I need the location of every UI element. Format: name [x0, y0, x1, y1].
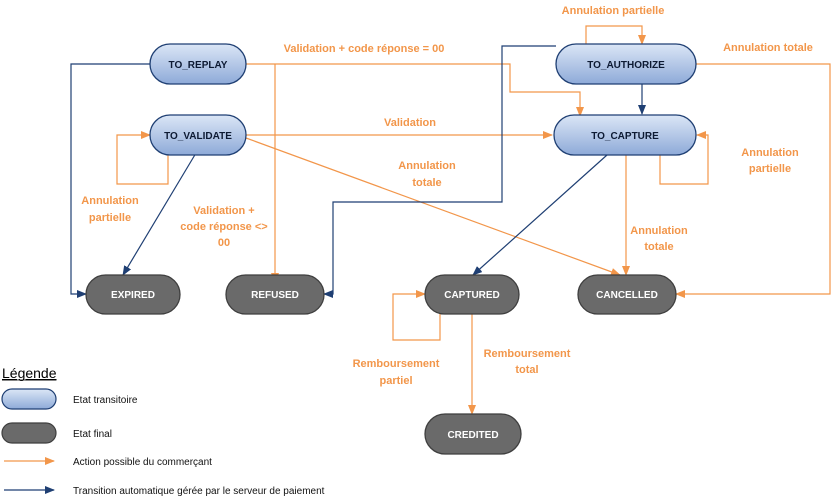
edge-validate-to-expired [122, 152, 197, 276]
label-remboursement-total-2: total [515, 364, 538, 376]
label-remboursement-total-1: Remboursement [484, 348, 571, 360]
state-to-authorize: TO_AUTHORIZE [555, 43, 697, 85]
state-to-authorize-label: TO_AUTHORIZE [587, 60, 665, 71]
label-annulation-partielle-left-2: partielle [89, 212, 131, 224]
state-credited-label: CREDITED [447, 430, 498, 441]
label-annulation-partielle-top: Annulation partielle [562, 5, 665, 17]
state-expired: EXPIRED [85, 274, 181, 315]
merchant-action-edges [116, 25, 831, 415]
edge-authorize-to-refused [323, 45, 556, 298]
edge-authorize-self-loop [585, 25, 646, 45]
edge-replay-to-expired [70, 63, 150, 298]
edge-captured-self-loop [392, 290, 441, 341]
label-annulation-totale-mid-1: Annulation [398, 160, 456, 172]
state-to-replay: TO_REPLAY [149, 43, 247, 85]
legend-title: Légende [2, 365, 57, 381]
state-expired-label: EXPIRED [111, 290, 155, 301]
label-annulation-totale-capture-1: Annulation [630, 225, 688, 237]
label-annulation-partielle-left-1: Annulation [81, 195, 139, 207]
state-to-capture: TO_CAPTURE [553, 114, 697, 156]
legend-automatic-text: Transition automatique gérée par le serv… [73, 486, 325, 497]
label-validation-not-00-3: 00 [218, 237, 230, 249]
edge-capture-self-loop [659, 131, 709, 185]
label-annulation-totale-mid-2: totale [412, 177, 441, 189]
state-refused: REFUSED [225, 274, 325, 315]
label-validation-not-00-2: code réponse <> [180, 221, 267, 233]
state-to-validate: TO_VALIDATE [149, 114, 247, 156]
state-captured-label: CAPTURED [444, 290, 500, 301]
state-to-replay-label: TO_REPLAY [169, 60, 228, 71]
label-annulation-partielle-right-2: partielle [749, 163, 791, 175]
legend-transient-text: Etat transitoire [73, 395, 138, 406]
legend: Légende Etat transitoire Etat final Acti… [1, 365, 325, 497]
edge-capture-to-captured [472, 154, 608, 276]
label-validation-code-00: Validation + code réponse = 00 [284, 43, 445, 55]
state-credited: CREDITED [424, 413, 522, 455]
label-validation: Validation [384, 117, 436, 129]
state-cancelled-label: CANCELLED [596, 290, 658, 301]
label-remboursement-partiel-2: partiel [379, 375, 412, 387]
label-annulation-totale-right: Annulation totale [723, 42, 813, 54]
edge-labels: Validation + code réponse = 00 Annulatio… [81, 5, 813, 387]
legend-merchant-text: Action possible du commerçant [73, 457, 212, 468]
edge-replay-to-capture [246, 63, 584, 117]
edge-validate-self-loop [116, 131, 169, 185]
state-to-validate-label: TO_VALIDATE [164, 131, 232, 142]
edge-authorize-to-cancelled [675, 63, 831, 298]
automatic-transition-edges [70, 45, 646, 298]
state-captured: CAPTURED [424, 274, 520, 315]
legend-final-text: Etat final [73, 429, 112, 440]
state-refused-label: REFUSED [251, 290, 299, 301]
edge-validate-to-cancelled [245, 137, 621, 276]
label-validation-not-00-1: Validation + [193, 205, 254, 217]
label-remboursement-partiel-1: Remboursement [353, 358, 440, 370]
label-annulation-partielle-right-1: Annulation [741, 147, 799, 159]
state-to-capture-label: TO_CAPTURE [591, 131, 659, 142]
label-annulation-totale-capture-2: totale [644, 241, 673, 253]
legend-final-swatch [1, 422, 57, 444]
legend-transient-swatch [1, 388, 57, 410]
state-cancelled: CANCELLED [577, 274, 677, 315]
